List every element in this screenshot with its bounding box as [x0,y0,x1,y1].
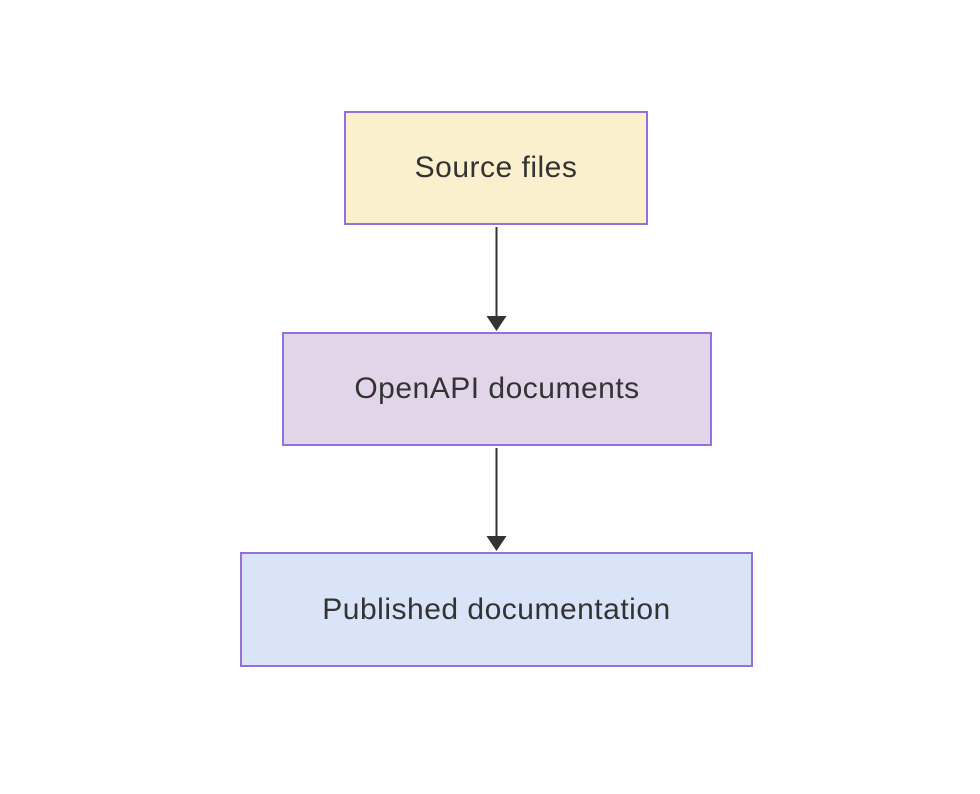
node-source-files: Source files [344,111,648,225]
node-openapi-documents: OpenAPI documents [282,332,712,446]
arrow-source-to-openapi [486,227,507,331]
node-published-documentation: Published documentation [240,552,753,667]
node-label: Source files [414,151,578,184]
node-label: OpenAPI documents [354,372,640,405]
arrow-openapi-to-published [486,448,507,551]
arrow-head-icon [486,536,507,551]
node-label: Published documentation [322,592,671,626]
arrow-head-icon [486,316,507,331]
